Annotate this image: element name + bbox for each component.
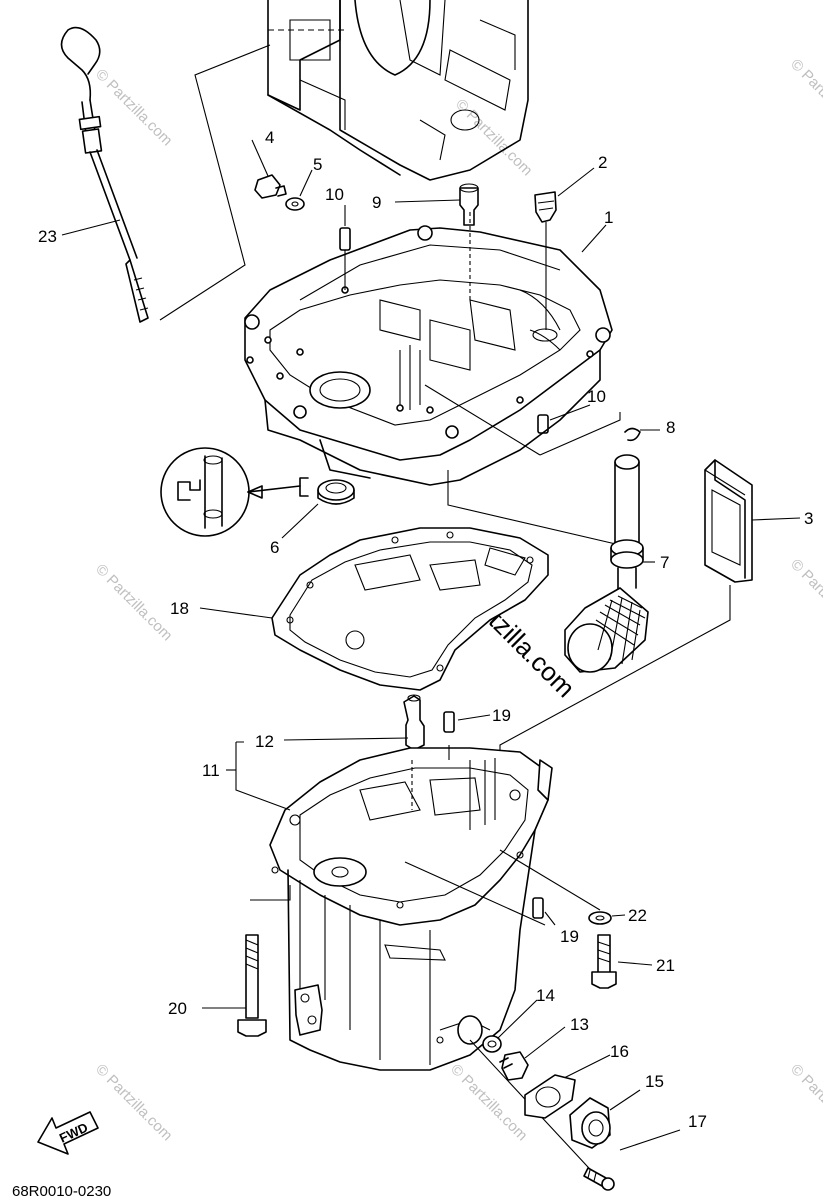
fitting-9	[459, 183, 479, 226]
diagram-code: 68R0010-0230	[12, 1183, 111, 1200]
callout-21: 21	[656, 956, 675, 975]
gasket-16	[524, 1074, 576, 1119]
watermark: © Partzilla.com	[92, 561, 175, 644]
dowel-19	[443, 711, 544, 919]
guide-line	[159, 44, 271, 321]
watermark: © Partzilla.com	[92, 1061, 175, 1144]
callout-11: 11	[202, 761, 220, 780]
dipstick	[60, 26, 149, 323]
oil-strainer-7	[564, 454, 649, 673]
drain-plug-13	[499, 1051, 529, 1081]
circlip-8	[624, 427, 641, 442]
plug-15	[569, 1097, 611, 1149]
bolt-4	[254, 174, 287, 199]
oil-seal-6	[317, 479, 355, 505]
cover-3	[704, 459, 753, 583]
callout-10b: 10	[587, 387, 606, 406]
callout-1: 1	[604, 208, 613, 227]
callout-17: 17	[688, 1112, 707, 1131]
callout-23: 23	[38, 227, 57, 246]
fitting-12	[403, 694, 425, 751]
callout-22: 22	[628, 906, 647, 925]
callout-labels: 4 5 10 9 2 1 23 10 8 3 6 7 18 19 12 11 1…	[38, 128, 813, 1131]
callout-15: 15	[645, 1072, 664, 1091]
callout-7: 7	[660, 553, 669, 572]
screw-17	[583, 1167, 615, 1191]
callout-8: 8	[666, 418, 675, 437]
callout-10: 10	[325, 185, 344, 204]
watermark: © Partzilla.com	[787, 1061, 823, 1144]
callout-20: 20	[168, 999, 187, 1018]
callout-19b: 19	[560, 927, 579, 946]
callout-5: 5	[313, 155, 322, 174]
callout-2: 2	[598, 153, 607, 172]
washer-5	[285, 197, 305, 211]
watermark: © Partzilla.com	[787, 556, 823, 639]
lower-case-11	[269, 747, 553, 1071]
dowel-10	[339, 227, 549, 434]
watermark: © Partzilla.com	[787, 56, 823, 139]
plug-2	[534, 191, 557, 223]
callout-19: 19	[492, 706, 511, 725]
callout-3: 3	[804, 509, 813, 528]
callout-14: 14	[536, 986, 555, 1005]
callout-6: 6	[270, 538, 279, 557]
watermark: © Partzilla.com	[452, 96, 535, 179]
washer-14	[482, 1035, 502, 1053]
watermark: © Partzilla.com	[92, 66, 175, 149]
callout-12: 12	[255, 732, 274, 751]
bolt-20	[237, 934, 267, 1037]
gasket-18	[271, 527, 549, 691]
washer-22	[588, 911, 612, 925]
callout-13: 13	[570, 1015, 589, 1034]
callout-18: 18	[170, 599, 189, 618]
callout-16: 16	[610, 1042, 629, 1061]
detail-callout	[160, 447, 309, 537]
callout-9: 9	[372, 193, 381, 212]
fwd-label: FWD	[57, 1120, 90, 1146]
callout-4: 4	[265, 128, 274, 147]
bolt-21	[591, 934, 617, 989]
fwd-arrow: FWD	[37, 1111, 99, 1155]
engine-block	[267, 0, 529, 181]
oil-pan-upper	[244, 225, 613, 486]
